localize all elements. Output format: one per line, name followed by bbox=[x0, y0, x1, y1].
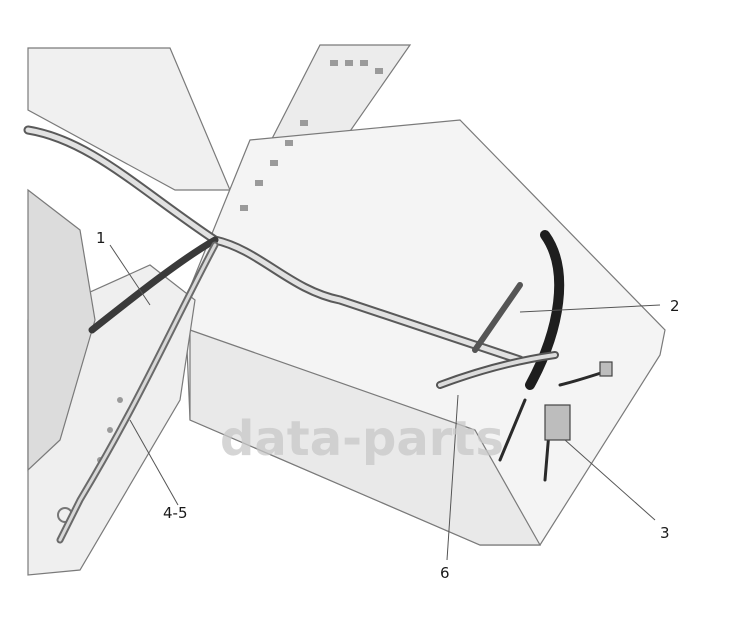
main-cable bbox=[23, 125, 612, 544]
leader-lines bbox=[109, 244, 661, 561]
callout-6: 6 bbox=[440, 564, 450, 582]
callout-4-5: 4-5 bbox=[163, 504, 188, 522]
callout-3: 3 bbox=[660, 524, 670, 542]
rail-holes bbox=[57, 60, 383, 523]
connector-block bbox=[544, 361, 613, 441]
callout-2: 2 bbox=[670, 297, 680, 315]
callout-1: 1 bbox=[96, 229, 106, 247]
watermark-text: data-parts bbox=[220, 411, 504, 467]
